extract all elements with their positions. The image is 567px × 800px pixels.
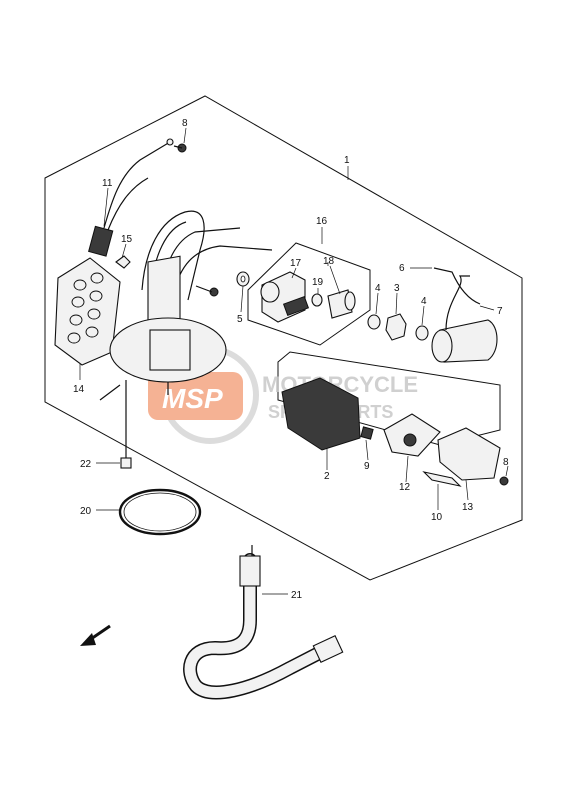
callout-14: 14 xyxy=(73,384,85,395)
leader-lines xyxy=(79,127,509,595)
callout-3: 3 xyxy=(394,283,400,294)
callout-11: 11 xyxy=(102,178,113,189)
part-6-wire xyxy=(433,267,481,305)
callout-20: 20 xyxy=(80,506,92,517)
part-3-nut xyxy=(385,313,407,341)
callout-5: 5 xyxy=(237,314,243,325)
part-15-clip xyxy=(115,255,131,269)
callout-4b: 4 xyxy=(421,296,427,307)
callout-18: 18 xyxy=(323,256,335,267)
part-8-screw-top xyxy=(173,143,187,153)
part-screw-bracket xyxy=(195,285,219,297)
part-8-screw-bottom xyxy=(499,476,509,486)
part-12-filter-plate xyxy=(383,413,441,457)
pump-bracket-assembly xyxy=(99,210,273,401)
callout-6: 6 xyxy=(399,263,405,274)
part-18-filter xyxy=(327,289,356,319)
watermark-logo-text: MSP xyxy=(162,383,223,414)
part-10-clip xyxy=(422,471,462,487)
part-21-hose xyxy=(183,545,344,700)
part-11-connector xyxy=(88,138,174,257)
part-22-bolt xyxy=(120,380,132,469)
callout-10: 10 xyxy=(431,512,443,523)
part-19-oring xyxy=(311,293,323,307)
part-5-washer-hole xyxy=(240,275,246,283)
subassembly-frame-16 xyxy=(247,242,371,346)
part-20-gasket-ring-inner xyxy=(123,492,197,532)
callout-9: 9 xyxy=(364,461,370,472)
callout-22: 22 xyxy=(80,459,92,470)
callout-19: 19 xyxy=(312,277,324,288)
front-direction-arrow-icon xyxy=(80,624,111,646)
callout-17: 17 xyxy=(290,258,302,269)
subassembly-frame-lower xyxy=(277,351,501,446)
watermark-logo-badge xyxy=(148,372,243,420)
callout-15: 15 xyxy=(121,234,133,245)
part-20-gasket-ring xyxy=(118,488,202,536)
part-4b-washer xyxy=(415,325,429,341)
part-4a-washer xyxy=(367,314,381,330)
callout-12: 12 xyxy=(399,482,411,493)
callout-8a: 8 xyxy=(182,118,188,129)
part-7-fuel-pump xyxy=(431,275,498,363)
callout-4a: 4 xyxy=(375,283,381,294)
part-2-pump-cover xyxy=(281,377,361,451)
callout-13: 13 xyxy=(462,502,474,513)
assembly-frame xyxy=(44,95,523,581)
callout-2: 2 xyxy=(324,471,330,482)
part-17-regulator xyxy=(260,271,310,323)
callout-1: 1 xyxy=(344,155,350,166)
part-14-cushion xyxy=(54,257,121,366)
part-13-case xyxy=(437,427,501,481)
callout-21: 21 xyxy=(291,590,303,601)
part-9-gasket xyxy=(360,426,374,440)
callout-8b: 8 xyxy=(503,457,509,468)
callout-labels: 1 2 3 4 4 5 6 7 8 8 9 10 11 12 13 14 15 … xyxy=(73,118,509,601)
callout-7: 7 xyxy=(497,306,503,317)
callout-16: 16 xyxy=(316,216,328,227)
